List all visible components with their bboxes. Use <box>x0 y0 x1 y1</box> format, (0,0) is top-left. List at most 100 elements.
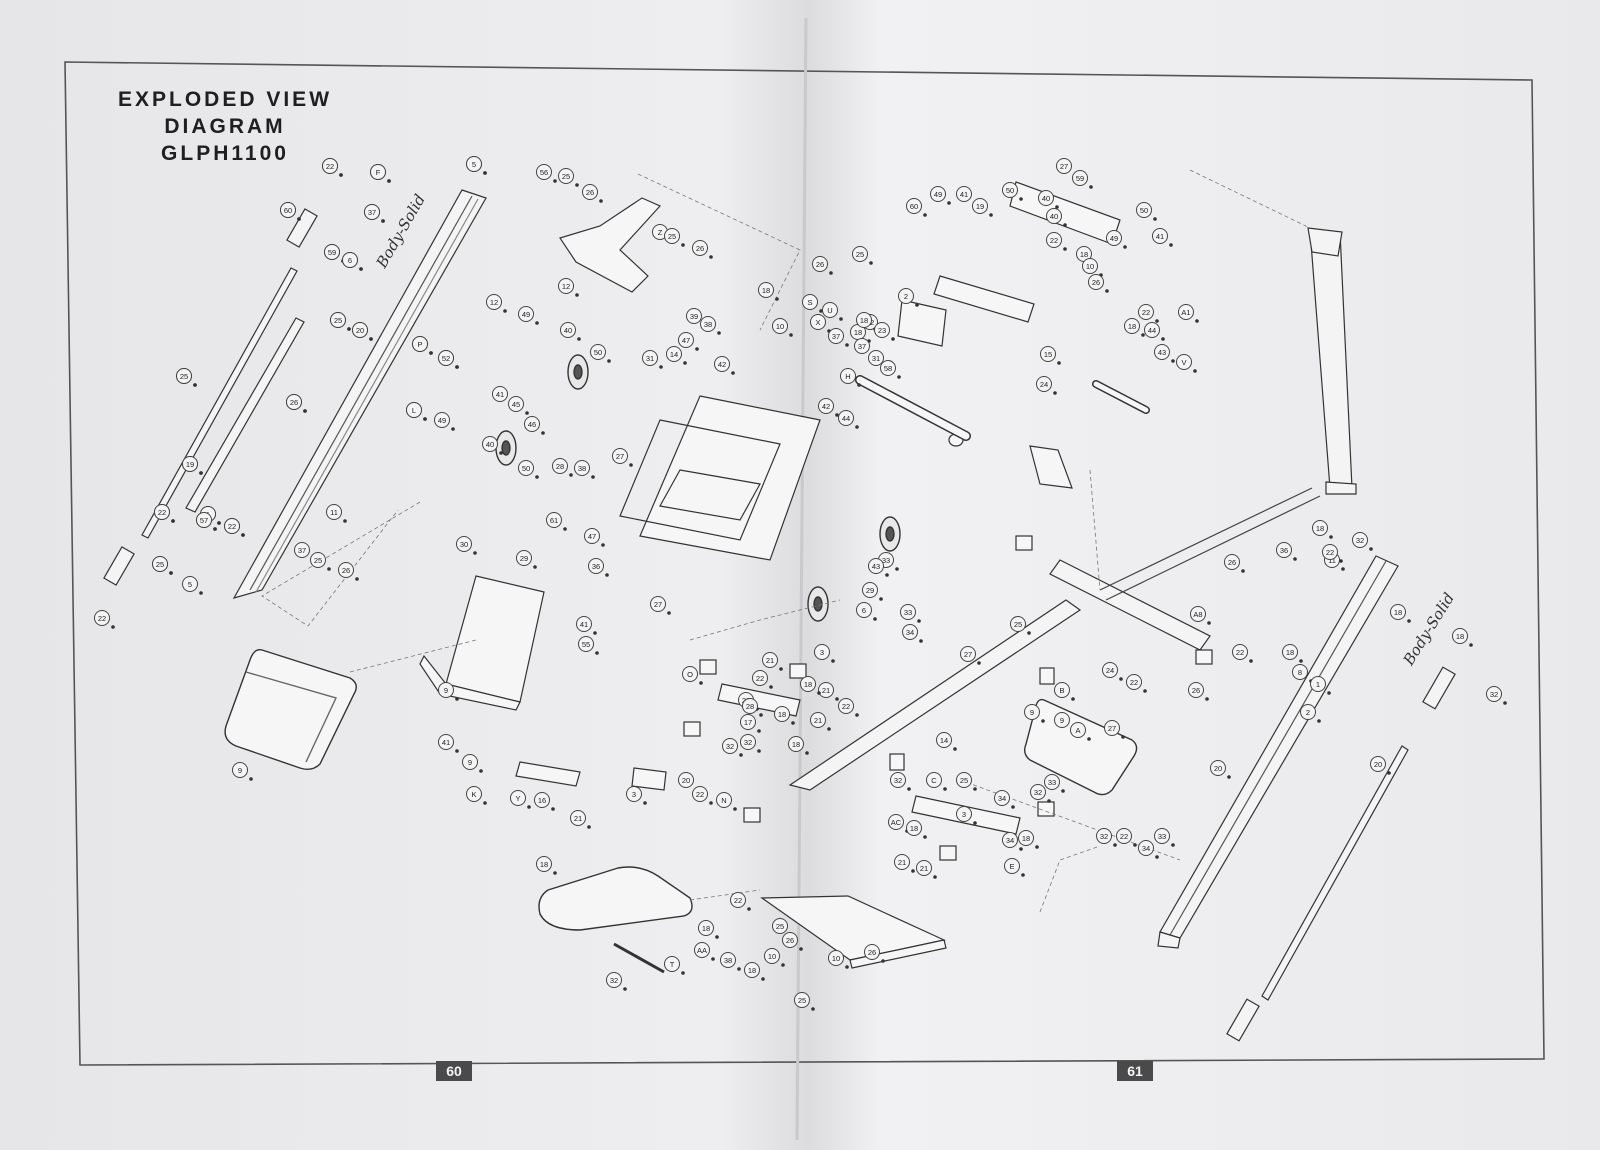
part-callout-leader-dot <box>737 967 741 971</box>
part-callout-label: 21 <box>920 864 928 873</box>
part-callout: U <box>822 302 843 321</box>
part-callout: 22 <box>1138 304 1159 323</box>
part-callout-circle <box>1102 662 1118 678</box>
part-callout-circle <box>1370 756 1386 772</box>
part-callout-label: 10 <box>776 322 784 331</box>
part-callout-circle <box>812 256 828 272</box>
part-callout-circle <box>666 346 682 362</box>
part-callout-leader-dot <box>817 691 821 695</box>
part-callout-circle <box>182 456 198 472</box>
part-callout-circle <box>1096 828 1112 844</box>
part-callout-label: 40 <box>486 440 494 449</box>
part-callout-leader-dot <box>1041 719 1045 723</box>
part-callout-circle <box>936 732 952 748</box>
part-callout: 26 <box>812 256 833 275</box>
part-callout: 30 <box>456 536 477 555</box>
part-callout-circle <box>956 186 972 202</box>
part-callout-circle <box>552 458 568 474</box>
part-callout-label: 22 <box>228 522 236 531</box>
part-callout-label: 31 <box>872 354 880 363</box>
part-callout-leader-dot <box>381 219 385 223</box>
part-callout-label: 44 <box>1148 326 1156 335</box>
part-callout-leader-dot <box>199 471 203 475</box>
part-callout-label: 18 <box>778 710 786 719</box>
part-callout-circle <box>664 228 680 244</box>
part-callout: 20 <box>1370 756 1391 775</box>
part-callout-label: H <box>845 372 850 381</box>
part-callout: 6 <box>856 602 877 621</box>
part-callout-leader-dot <box>1503 701 1507 705</box>
part-callout-label: A8 <box>1193 610 1202 619</box>
part-callout-leader-dot <box>553 871 557 875</box>
part-callout-leader-dot <box>483 801 487 805</box>
part-callout-circle <box>926 772 942 788</box>
part-callout-circle <box>906 820 922 836</box>
part-callout-leader-dot <box>845 343 849 347</box>
part-callout-circle <box>772 918 788 934</box>
part-callout: 50 <box>1136 202 1157 221</box>
part-callout-circle <box>578 636 594 652</box>
part-callout: 25 <box>794 992 815 1011</box>
part-callout-leader-dot <box>759 713 763 717</box>
part-callout-leader-dot <box>1047 799 1051 803</box>
part-callout: 18 <box>744 962 765 981</box>
part-callout-leader-dot <box>1407 619 1411 623</box>
part-callout-leader-dot <box>881 959 885 963</box>
part-callout-label: 42 <box>718 360 726 369</box>
part-callout: 31 <box>642 350 663 369</box>
part-callout-leader-dot <box>781 963 785 967</box>
part-callout-circle <box>856 602 872 618</box>
part-callout-label: 11 <box>1328 556 1336 565</box>
part-callout-circle <box>740 734 756 750</box>
part-callout-leader-dot <box>879 597 883 601</box>
part-callout-circle <box>516 550 532 566</box>
part-callout: 27 <box>960 646 981 665</box>
base-beams <box>788 487 1321 791</box>
part-callout-circle <box>802 294 818 310</box>
part-callout: 25 <box>176 368 197 387</box>
part-callout-label: 17 <box>744 718 752 727</box>
part-callout-circle <box>700 316 716 332</box>
part-callout-circle <box>1126 674 1142 690</box>
part-callout-leader-dot <box>1171 843 1175 847</box>
part-callout: 15 <box>1040 346 1061 365</box>
part-callout: V <box>1176 354 1197 373</box>
part-callout-label: 32 <box>894 776 902 785</box>
part-callout: 24 <box>1102 662 1123 681</box>
part-callout-leader-dot <box>855 425 859 429</box>
part-callout-label: 3 <box>962 810 966 819</box>
part-callout-circle <box>762 652 778 668</box>
part-callout-leader-dot <box>563 527 567 531</box>
part-callout-leader-dot <box>811 1007 815 1011</box>
part-callout: 47 <box>678 332 699 351</box>
part-callout-label: 26 <box>1092 278 1100 287</box>
part-callout-circle <box>588 558 604 574</box>
part-callout: 18 <box>1452 628 1473 647</box>
part-callout-circle <box>486 294 502 310</box>
part-callout-label: 49 <box>438 416 446 425</box>
part-callout-label: 34 <box>998 794 1006 803</box>
part-callout-circle <box>570 810 586 826</box>
part-callout-label: 41 <box>1156 232 1164 241</box>
part-callout-leader-dot <box>241 533 245 537</box>
part-callout-circle <box>612 448 628 464</box>
part-callout-leader-dot <box>599 199 603 203</box>
part-callout: 50 <box>590 344 611 363</box>
part-callout-label: 50 <box>1140 206 1148 215</box>
part-callout: 22 <box>322 158 343 177</box>
part-callout-circle <box>1282 644 1298 660</box>
part-callout: C <box>926 772 947 791</box>
part-callout-circle <box>1044 774 1060 790</box>
part-callout-circle <box>814 644 830 660</box>
part-callout-label: 22 <box>1130 678 1138 687</box>
part-callout: 18 <box>774 706 795 725</box>
part-callout-label: 29 <box>520 554 528 563</box>
part-callout: T <box>664 956 685 975</box>
part-callout-leader-dot <box>1011 805 1015 809</box>
part-callout: 38 <box>700 316 721 335</box>
part-callout: B <box>1054 682 1075 701</box>
part-callout-leader-dot <box>1035 845 1039 849</box>
part-callout-label: 36 <box>1280 546 1288 555</box>
part-callout-label: 30 <box>460 540 468 549</box>
part-callout-circle <box>956 772 972 788</box>
